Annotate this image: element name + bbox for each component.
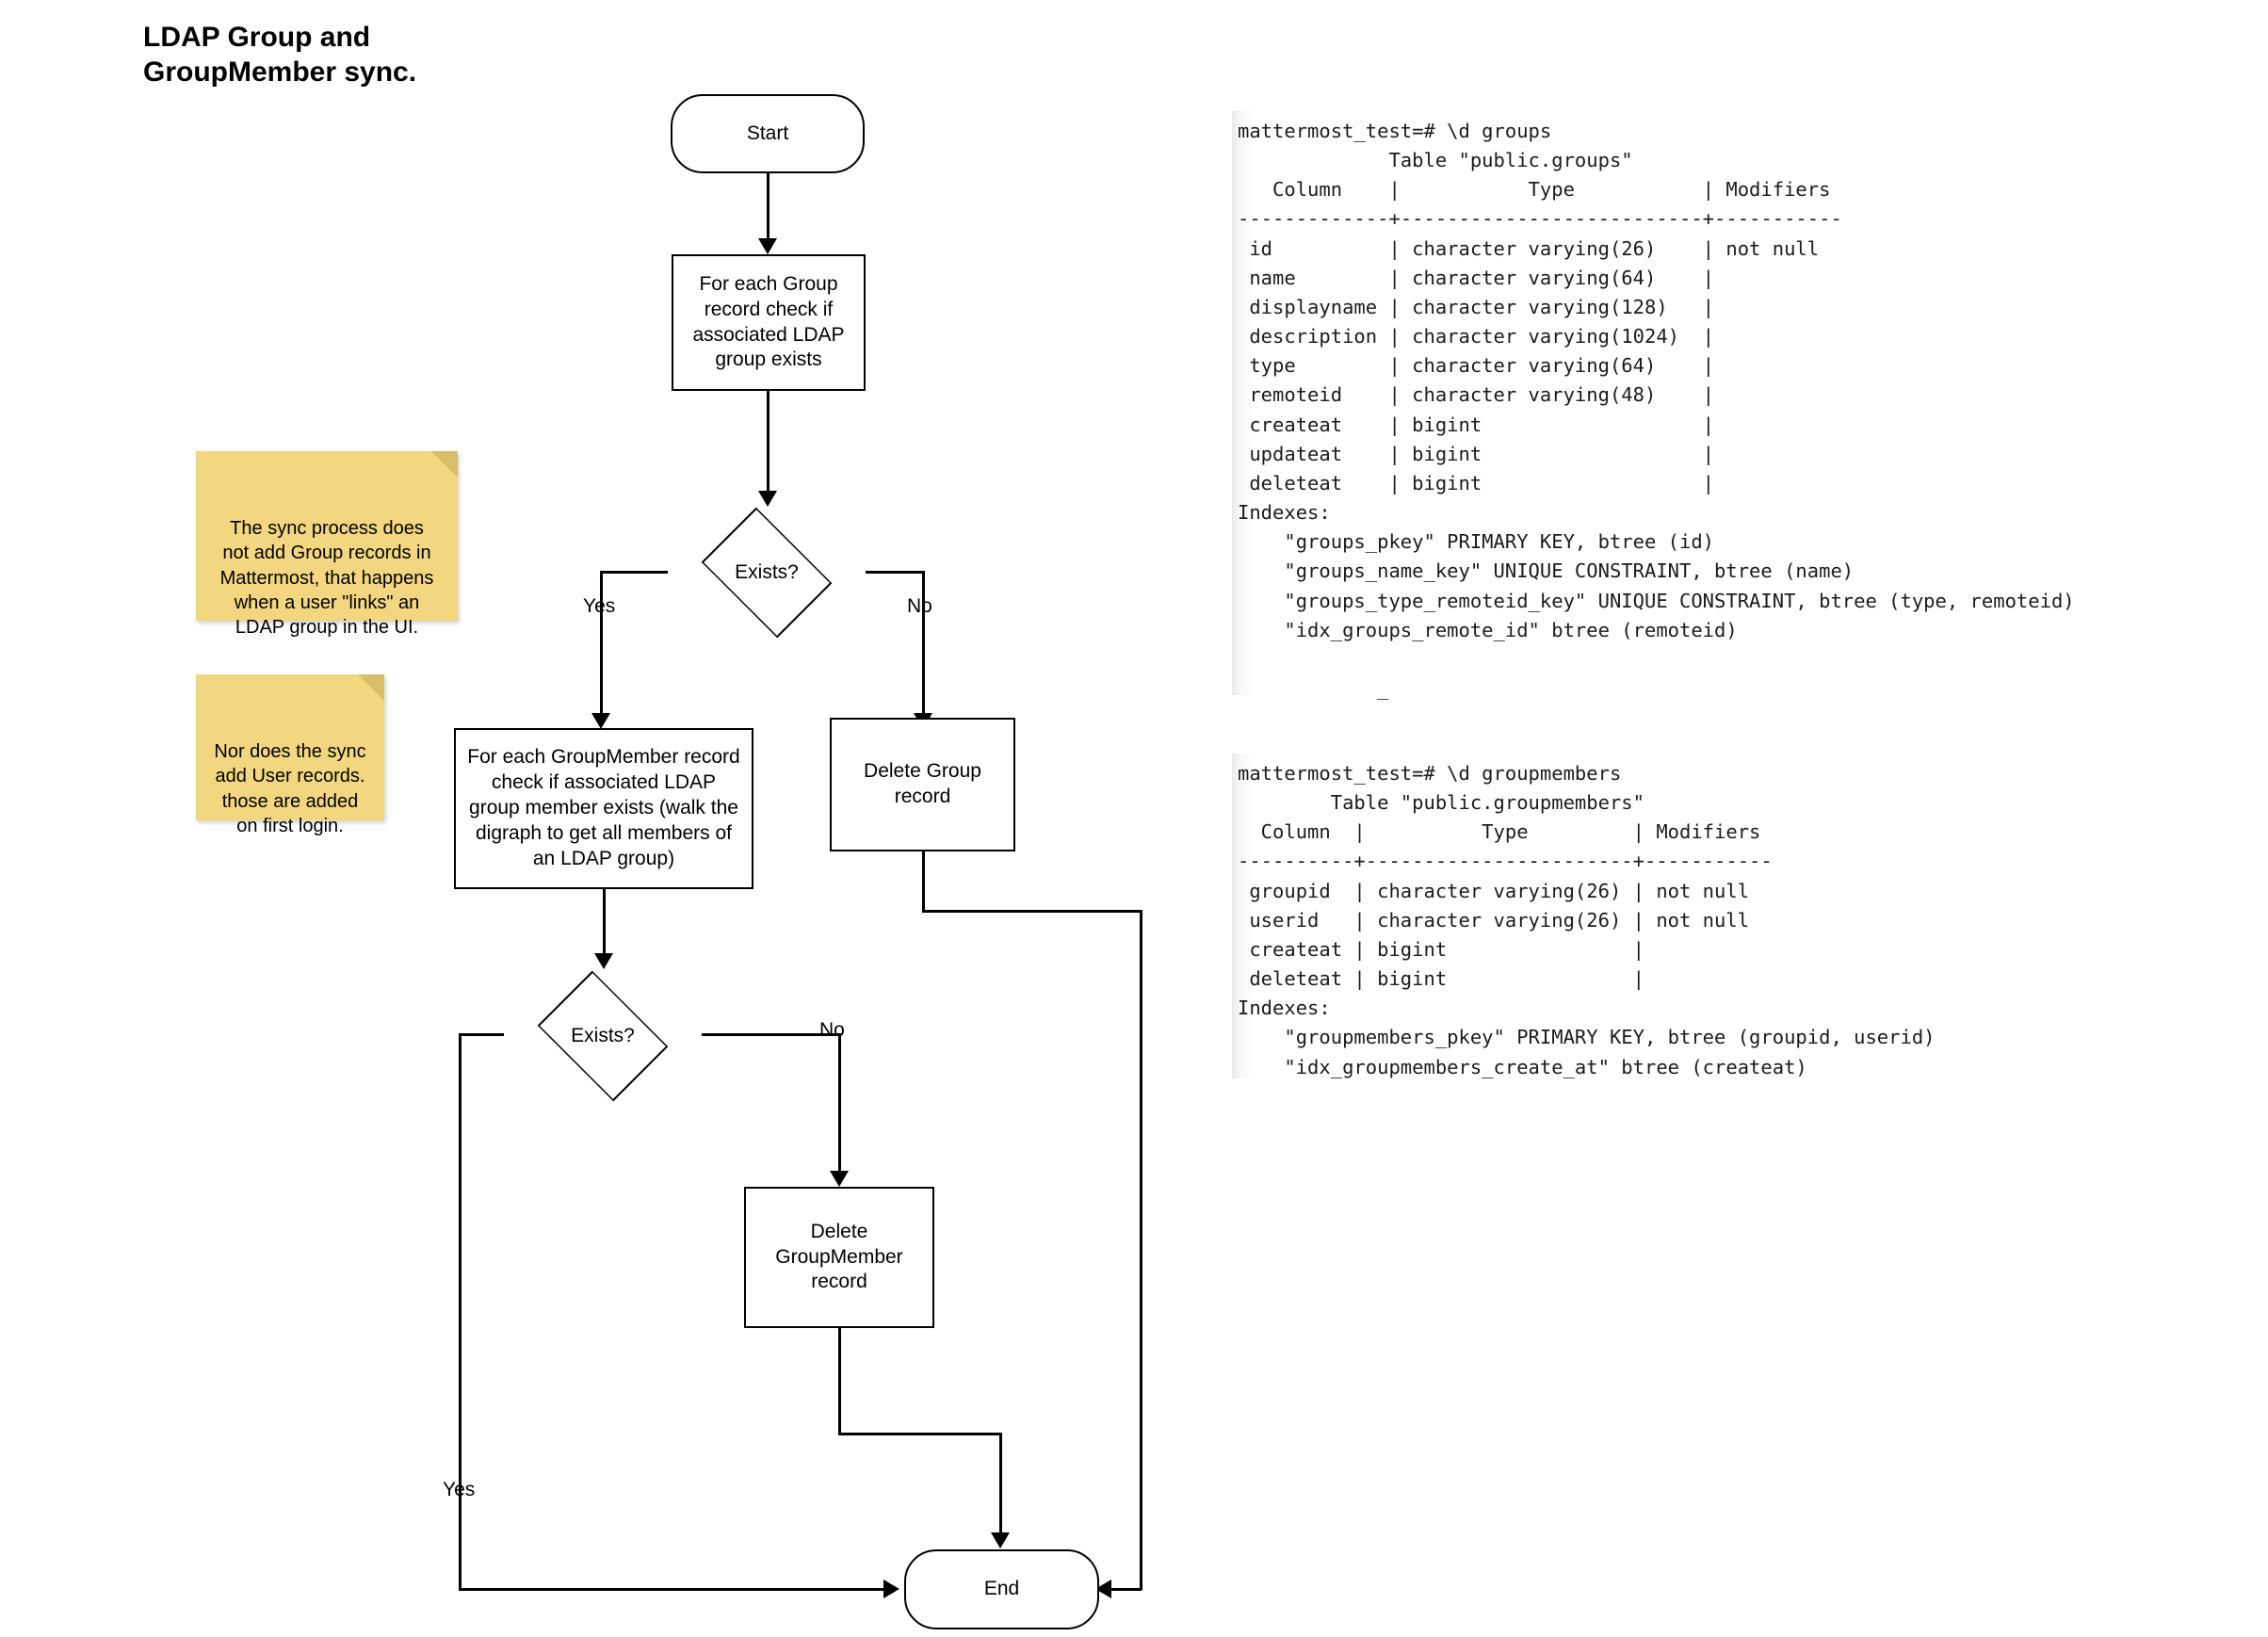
edge-decision1-no-v [922, 571, 925, 721]
edge-decision1-no-h [866, 571, 925, 574]
decision-group-exists-label: Exists? [735, 561, 799, 583]
edge-deletegroup-to-end-h2 [1111, 1588, 1142, 1591]
arrowhead-decision1-yes [591, 713, 610, 729]
edge-decision2-yes-h1 [459, 1033, 504, 1036]
arrowhead-check-group-to-decision1 [758, 491, 777, 507]
arrowhead-deletegm-to-end [991, 1532, 1010, 1548]
sticky-note-group-records-text: The sync process does not add Group reco… [219, 517, 434, 639]
edge-deletegm-to-end-v1 [838, 1328, 841, 1434]
edge-decision2-no-h [702, 1033, 841, 1036]
arrowhead-decision2-no [830, 1171, 849, 1187]
page-title: LDAP Group and GroupMember sync. [143, 22, 417, 88]
edge-deletegroup-to-end-v1 [922, 851, 925, 912]
sticky-note-user-records-text: Nor does the sync add User records. thos… [214, 740, 366, 836]
arrowhead-groupmember-to-decision2 [594, 953, 613, 969]
edge-deletegroup-to-end-h1 [922, 910, 1142, 913]
edge-label-decision2-no: No [819, 1019, 845, 1041]
edge-check-group-to-decision1 [767, 391, 770, 499]
terminal-groupmembers-table: mattermost_test=# \d groupmembers Table … [1232, 754, 2230, 1078]
edge-label-decision1-no: No [907, 595, 932, 617]
node-check-group-record[interactable]: For each Group record check if associate… [672, 254, 866, 391]
node-start[interactable]: Start [671, 94, 865, 173]
node-end[interactable]: End [904, 1549, 1099, 1629]
sticky-fold-icon [431, 451, 458, 478]
edge-decision1-yes-h [600, 571, 668, 574]
sticky-note-user-records: Nor does the sync add User records. thos… [196, 674, 384, 836]
node-delete-groupmember-record[interactable]: Delete GroupMember record [744, 1187, 934, 1328]
edge-decision2-yes-h2 [459, 1588, 892, 1591]
edge-decision2-yes-v [459, 1033, 462, 1590]
node-decision-group-exists[interactable]: Exists? [665, 496, 868, 649]
node-delete-group-record[interactable]: Delete Group record [830, 718, 1015, 851]
node-decision-groupmember-exists[interactable]: Exists? [501, 960, 705, 1112]
edge-deletegm-to-end-v2 [999, 1433, 1002, 1541]
sticky-note-group-records: The sync process does not add Group reco… [196, 451, 458, 638]
sticky-fold-icon [358, 674, 384, 701]
node-check-groupmember-record[interactable]: For each GroupMember record check if ass… [454, 728, 753, 889]
edge-label-decision1-yes: Yes [583, 595, 616, 617]
flowchart-canvas: Start For each Group record check if ass… [196, 94, 1142, 1629]
arrowhead-start-to-check-group [758, 238, 777, 254]
edge-decision2-no-v [838, 1033, 841, 1179]
terminal-groups-table: mattermost_test=# \d groups Table "publi… [1232, 111, 2230, 700]
edge-deletegm-to-end-h [838, 1433, 1001, 1435]
edge-decision1-yes-v [600, 571, 603, 721]
edge-label-decision2-yes: Yes [443, 1479, 476, 1500]
arrowhead-decision2-yes [883, 1580, 899, 1598]
edge-start-to-check-group [767, 173, 770, 247]
arrowhead-deletegroup-to-end [1095, 1580, 1111, 1598]
edge-groupmember-to-decision2 [603, 889, 606, 962]
edge-deletegroup-to-end-v2 [1140, 910, 1142, 1590]
decision-groupmember-exists-label: Exists? [571, 1025, 635, 1046]
